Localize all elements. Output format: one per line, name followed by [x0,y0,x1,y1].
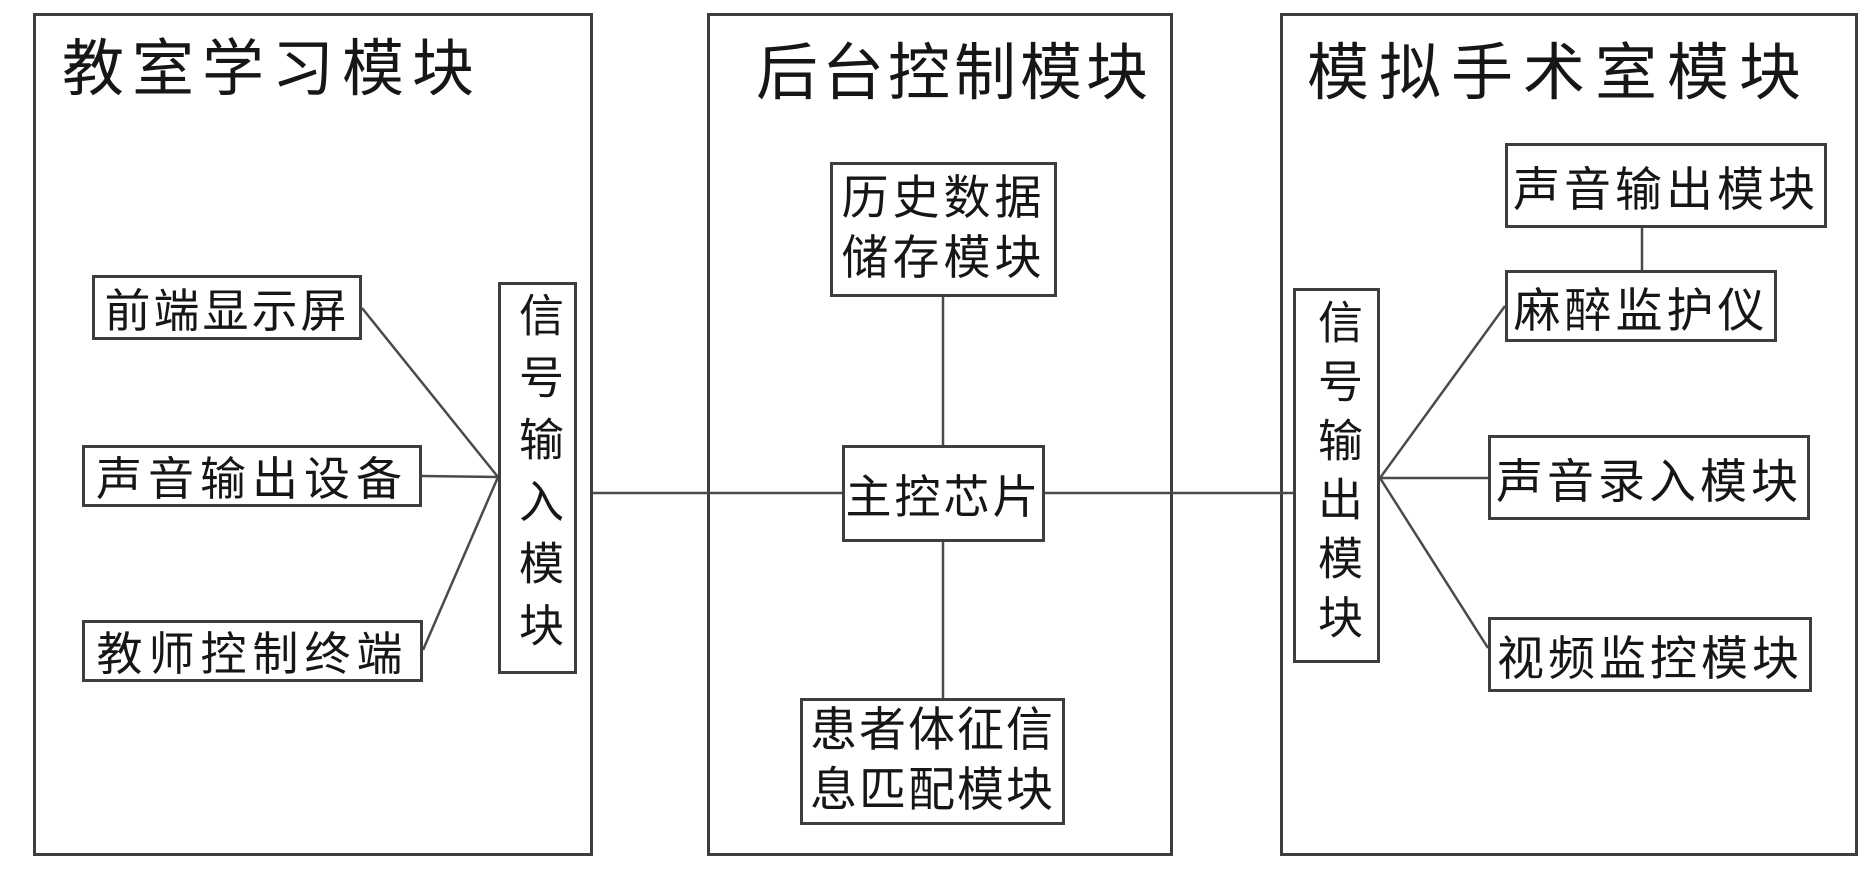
connector-signal-out-to-anesthesia [1378,305,1507,479]
patient-sign-matching-box: 患者体征信 息匹配模块 [800,698,1065,825]
signal-input-module-box: 信号输入模块 [498,282,577,674]
teacher-terminal-box: 教师控制终端 [82,620,423,682]
patient-sign-matching-line1: 患者体征信 [810,705,1055,758]
backend-module-title: 后台控制模块 [756,40,1153,108]
front-display-label: 前端显示屏 [104,285,350,337]
module-backend-frame [707,13,1173,856]
main-control-chip-label: 主控芯片 [845,471,1042,523]
operating-module-title: 模拟手术室模块 [1307,40,1812,108]
module-operating-frame [1280,13,1858,856]
signal-output-module-label: 信号输出模块 [1311,298,1361,653]
history-data-storage-box: 历史数据 储存模块 [830,162,1057,297]
video-monitoring-module-label: 视频监控模块 [1497,634,1803,686]
main-control-chip-box: 主控芯片 [842,445,1045,542]
signal-input-module-label: 信号输入模块 [512,292,562,664]
connector-audio-out-to-signal-in [421,474,499,479]
audio-output-device-label: 声音输出设备 [96,454,408,505]
connector-display-to-signal-in [361,307,499,478]
teacher-terminal-label: 教师控制终端 [96,629,409,680]
signal-output-module-box: 信号输出模块 [1293,288,1380,663]
sound-recording-module-box: 声音录入模块 [1488,435,1810,520]
audio-output-device-box: 声音输出设备 [82,445,422,507]
classroom-module-title: 教室学习模块 [62,36,483,104]
history-data-storage-line2: 储存模块 [841,232,1046,285]
anesthesia-monitor-box: 麻醉监护仪 [1505,270,1777,342]
patient-sign-matching-line2: 息匹配模块 [810,764,1055,817]
sound-output-module-box: 声音输出模块 [1505,143,1827,228]
anesthesia-monitor-label: 麻醉监护仪 [1513,285,1769,338]
history-data-storage-line1: 历史数据 [841,173,1046,226]
front-display-box: 前端显示屏 [92,275,362,340]
connector-signal-out-to-video [1378,477,1490,649]
sound-recording-module-label: 声音录入模块 [1496,457,1802,509]
sound-output-module-label: 声音输出模块 [1513,165,1819,217]
connector-teacher-to-signal-in [421,476,500,651]
video-monitoring-module-box: 视频监控模块 [1488,617,1812,692]
module-classroom-frame [33,13,593,856]
